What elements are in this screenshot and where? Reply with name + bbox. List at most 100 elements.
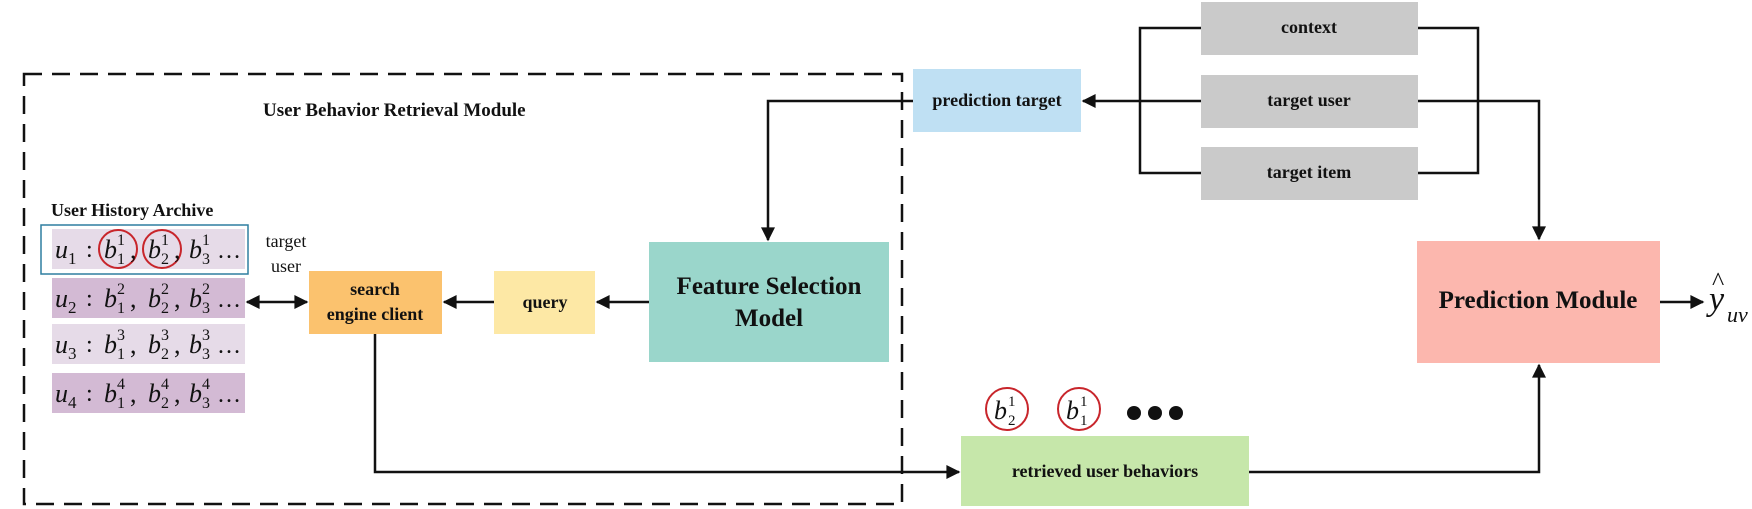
behavior-symbol: b — [148, 379, 161, 408]
output-symbol: y — [1706, 281, 1725, 318]
output-hat: ^ — [1712, 267, 1724, 296]
arrow-retrieved-to-predmodule — [1249, 363, 1546, 474]
target-user-box — [1201, 75, 1418, 128]
behavior-superscript: 1 — [202, 232, 210, 249]
target-user-note-line1: target — [266, 231, 307, 251]
behavior-subscript: 1 — [117, 251, 125, 268]
retrieved-example-circle — [1057, 387, 1101, 431]
behavior-subscript: 2 — [161, 300, 169, 317]
behavior-superscript: 2 — [161, 281, 169, 298]
arrow-search-to-retrieved — [373, 334, 961, 479]
behavior-superscript: 2 — [202, 281, 210, 298]
retrieved-example-subscript: 2 — [1008, 413, 1016, 429]
behavior-superscript: 3 — [117, 327, 125, 344]
target-user-highlight-frame — [40, 224, 249, 275]
target-item-label: target item — [1267, 162, 1351, 182]
behavior-comma: , — [174, 235, 181, 264]
retrieved-ellipsis-dots — [1127, 406, 1183, 420]
behavior-subscript: 2 — [161, 251, 169, 268]
behavior-subscript: 2 — [161, 395, 169, 412]
target-user-note-line2: user — [271, 256, 301, 276]
behavior-comma: , — [174, 330, 181, 359]
prediction-target-box — [913, 69, 1081, 132]
archive-user-index: 1 — [68, 249, 77, 268]
archive-user-index: 3 — [68, 344, 77, 363]
prediction-module-box — [1417, 241, 1660, 363]
behavior-symbol: b — [189, 330, 202, 359]
archive-row-bg — [52, 278, 245, 318]
retrieved-example-symbol: b — [1066, 396, 1079, 425]
behavior-superscript: 1 — [117, 232, 125, 249]
search-engine-client-label-line2: engine client — [327, 304, 424, 324]
behavior-superscript: 4 — [161, 376, 169, 393]
behavior-subscript: 3 — [202, 395, 210, 412]
behavior-comma: , — [130, 379, 137, 408]
query-label: query — [523, 292, 568, 312]
search-engine-client-box — [309, 271, 442, 334]
archive-colon: : — [86, 381, 93, 407]
archive-colon: : — [86, 286, 93, 312]
retrieved-behaviors-label: retrieved user behaviors — [1012, 461, 1198, 481]
behavior-subscript: 3 — [202, 346, 210, 363]
behavior-comma: , — [174, 284, 181, 313]
search-engine-client-label-line1: search — [350, 279, 400, 299]
behavior-symbol: b — [104, 330, 117, 359]
retrieved-example-symbol: b — [994, 396, 1007, 425]
retrieval-module-title: User Behavior Retrieval Module — [263, 100, 526, 121]
behavior-symbol: b — [104, 379, 117, 408]
retrieved-behaviors-box — [961, 436, 1249, 506]
archive-colon: : — [86, 237, 93, 263]
behavior-symbol: b — [104, 284, 117, 313]
archive-user-symbol: u — [55, 284, 68, 313]
behavior-symbol: b — [104, 235, 117, 264]
behavior-symbol: b — [189, 379, 202, 408]
output-subscript: uv — [1727, 302, 1748, 327]
behavior-superscript: 1 — [161, 232, 169, 249]
behavior-superscript: 3 — [202, 327, 210, 344]
archive-user-symbol: u — [55, 379, 68, 408]
target-user-label: target user — [1267, 90, 1350, 110]
context-label: context — [1281, 17, 1337, 37]
prediction-target-label: prediction target — [932, 90, 1061, 110]
prediction-module-label: Prediction Module — [1439, 287, 1638, 314]
behavior-symbol: b — [148, 284, 161, 313]
archive-row-ellipsis: … — [217, 238, 241, 264]
connectors — [245, 26, 1705, 479]
archive-title: User History Archive — [51, 200, 213, 220]
archive-row-ellipsis: … — [217, 333, 241, 359]
archive-colon: : — [86, 332, 93, 358]
behavior-symbol: b — [148, 330, 161, 359]
retrieved-example-circle — [985, 387, 1029, 431]
behavior-symbol: b — [189, 235, 202, 264]
archive-user-index: 2 — [68, 298, 77, 317]
archive-user-symbol: u — [55, 235, 68, 264]
feature-selection-model-label-line1: Feature Selection — [677, 273, 862, 300]
behavior-subscript: 2 — [161, 346, 169, 363]
behavior-comma: , — [130, 330, 137, 359]
behavior-comma: , — [130, 284, 137, 313]
retrieved-behavior-circle — [142, 229, 182, 269]
behavior-subscript: 1 — [117, 395, 125, 412]
behavior-comma: , — [174, 379, 181, 408]
archive-row-bg — [52, 373, 245, 413]
archive-row-ellipsis: … — [217, 382, 241, 408]
feature-selection-model-label-line2: Model — [735, 305, 803, 332]
query-box — [494, 271, 595, 334]
archive-user-index: 4 — [68, 393, 77, 412]
behavior-subscript: 3 — [202, 300, 210, 317]
target-item-box — [1201, 147, 1418, 200]
archive-row-ellipsis: … — [217, 287, 241, 313]
behavior-symbol: b — [148, 235, 161, 264]
behavior-subscript: 3 — [202, 251, 210, 268]
retrieval-module-frame — [22, 72, 904, 506]
context-box — [1201, 2, 1418, 55]
arrow-targetuser-to-predmodule — [1418, 99, 1546, 241]
behavior-superscript: 2 — [117, 281, 125, 298]
